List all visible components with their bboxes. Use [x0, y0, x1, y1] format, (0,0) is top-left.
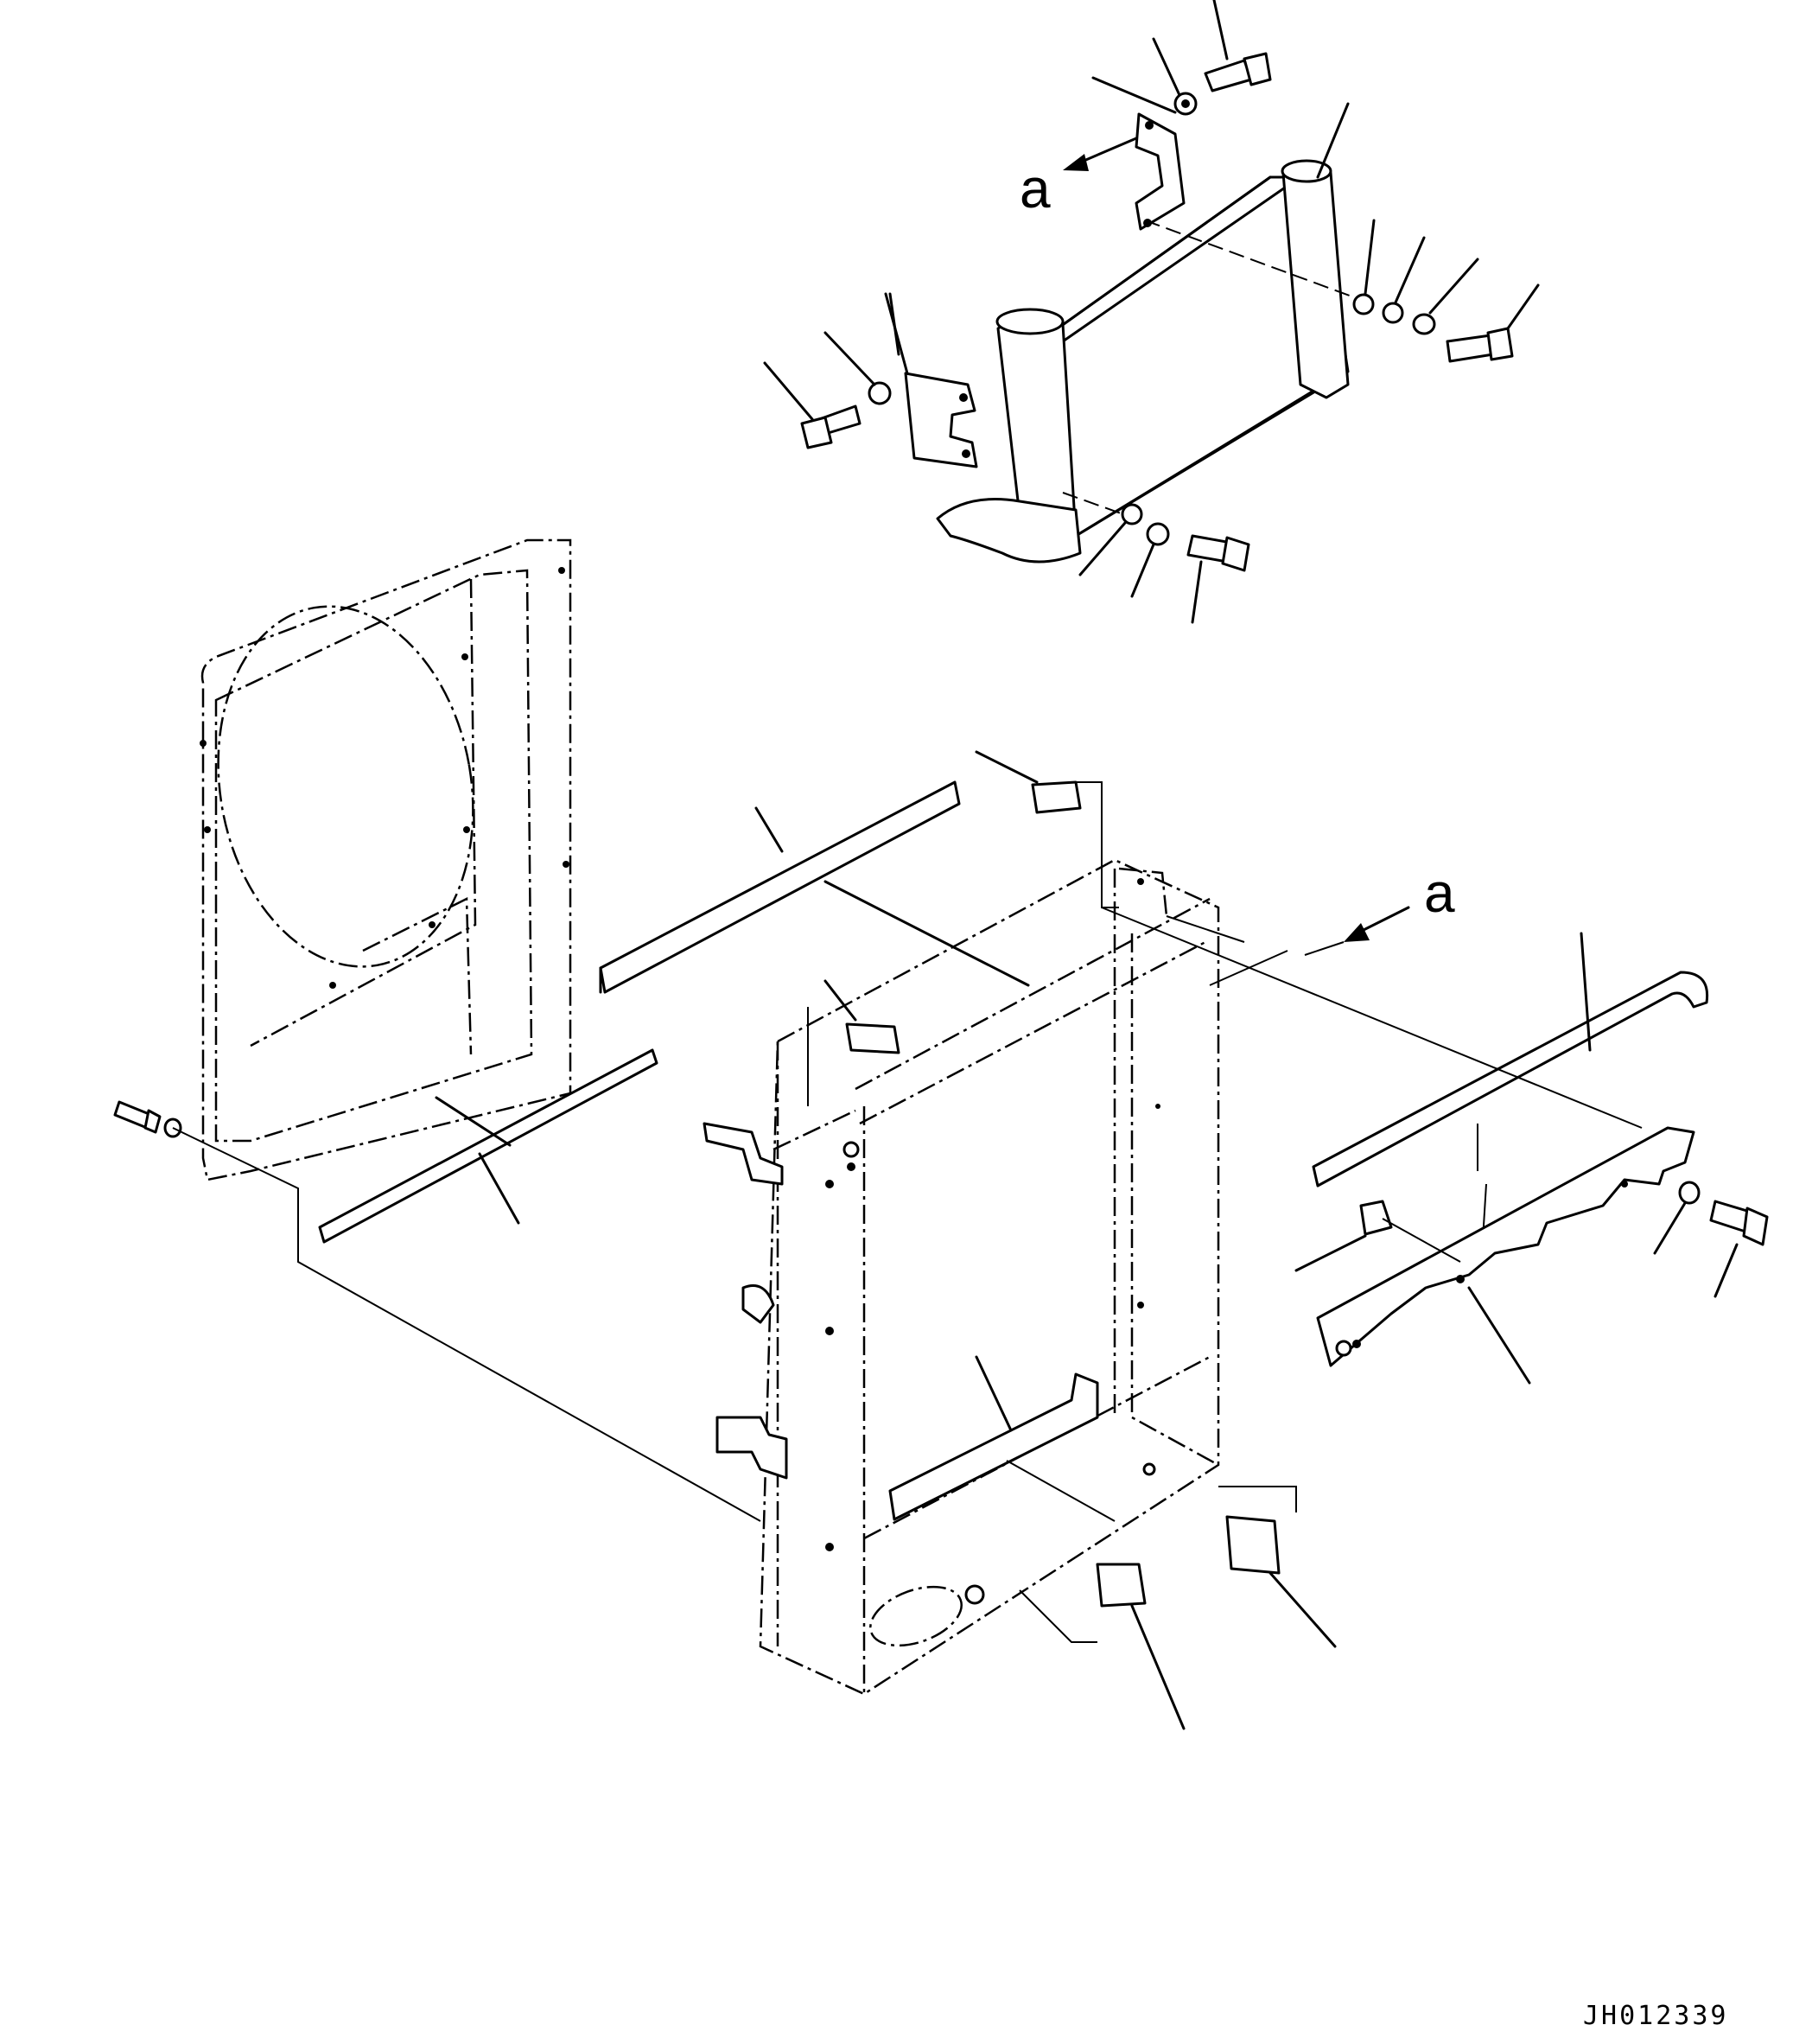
frame-bracket-upper — [703, 1122, 784, 1186]
mounting-bracket-left — [904, 372, 978, 468]
mounting-bracket-right — [1135, 112, 1186, 231]
radiator-frame — [759, 858, 1220, 1696]
seal-strip-right — [1312, 971, 1709, 1188]
bolt-right-side — [1446, 283, 1540, 363]
washer-right-2 — [1382, 302, 1404, 324]
clip-right — [1359, 1200, 1393, 1236]
seal-strip-lower — [318, 1048, 658, 1244]
washer-side-plate — [1678, 1181, 1701, 1205]
side-plate — [1316, 1126, 1695, 1367]
bolt-side-plate — [1709, 1200, 1769, 1298]
washer-right-1 — [1412, 313, 1436, 335]
bolt-upper-right — [1204, 0, 1272, 92]
view-arrow-right: a — [1304, 862, 1455, 956]
washer-lower-2 — [1121, 503, 1143, 525]
rubber-block-bottom-right — [1225, 1515, 1281, 1575]
washer-upper — [1152, 37, 1198, 116]
washer-left — [868, 381, 892, 405]
bolt-lower-center — [1186, 534, 1250, 624]
frame-bracket-lower — [715, 1416, 788, 1480]
shroud-bolt — [113, 1100, 182, 1138]
view-label-top: a — [1020, 157, 1051, 220]
rubber-block-bottom-center — [1096, 1563, 1147, 1608]
frame-clip — [741, 1284, 775, 1324]
washer-lower-1 — [1146, 522, 1170, 546]
rubber-cushion-center — [845, 1022, 900, 1054]
seal-strip-upper — [599, 780, 961, 994]
fan-shroud — [200, 538, 572, 1181]
bolt-left-side — [763, 361, 862, 449]
view-label-right: a — [1424, 862, 1455, 924]
rubber-cushion-top — [1031, 780, 1082, 814]
drawing-number: JH012339 — [1583, 2001, 1729, 2031]
guide-bar — [888, 1372, 1099, 1521]
view-arrow-top: a — [1020, 137, 1138, 220]
lockwasher-right — [1352, 293, 1375, 315]
